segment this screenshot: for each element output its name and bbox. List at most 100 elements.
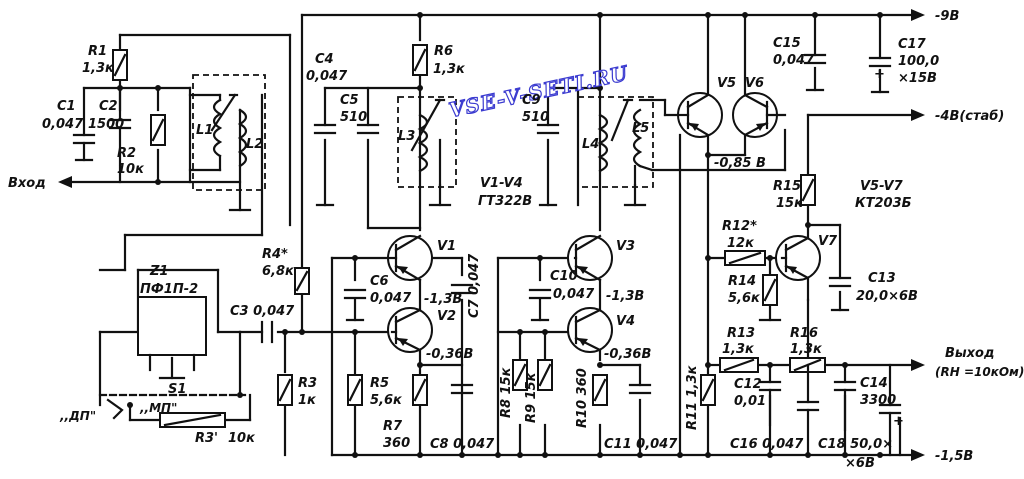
label-r8: R8 15к — [499, 366, 514, 418]
ref-c6: C6 — [370, 274, 389, 289]
val-r6: 1,3к — [433, 62, 466, 77]
coil-box-l3 — [397, 96, 457, 188]
ref-c15: C15 — [773, 36, 801, 51]
val-r3p: 10к — [228, 431, 256, 446]
ref-l4: L4 — [582, 137, 599, 152]
ref-c14: C14 — [860, 376, 888, 391]
val-r3: 1к — [298, 393, 317, 408]
grounds — [158, 203, 782, 380]
transistors — [387, 92, 821, 353]
coils — [188, 74, 654, 191]
ref-r7: R7 — [383, 419, 403, 434]
ref-r16: R16 — [790, 326, 818, 341]
c18-plus: + — [893, 414, 904, 429]
val-r5: 5,6к — [370, 393, 403, 408]
capacitor-c5 — [356, 123, 380, 135]
note-v5v7-type: КТ203Б — [855, 196, 912, 211]
capacitor-c13 — [828, 276, 852, 312]
val-c2: 1500 — [88, 117, 124, 132]
ref-v6: V6 — [745, 76, 764, 91]
note-v1-emitter: -1,3В — [424, 292, 462, 307]
resistor-r2 — [150, 114, 166, 146]
capacitor-c18 — [878, 403, 902, 457]
capacitor-c2 — [108, 118, 132, 184]
resistor-r3 — [277, 374, 293, 406]
label-minus4: -4В(стаб) — [935, 109, 1004, 124]
minus9-arrow — [911, 9, 925, 21]
transistor-v7 — [775, 235, 821, 281]
ref-r1: R1 — [88, 44, 107, 59]
ref-l3: L3 — [398, 129, 415, 144]
filter-z1 — [137, 296, 207, 372]
val2-c17: ×15В — [898, 71, 937, 86]
resistor-r12 — [724, 250, 766, 266]
val-c10: 0,047 — [553, 287, 595, 302]
val-c5: 510 — [340, 110, 367, 125]
ref-r3p: R3' — [195, 431, 218, 446]
ref-l5: L5 — [632, 121, 649, 136]
val-r7: 360 — [383, 436, 410, 451]
ref-c5: C5 — [340, 93, 359, 108]
ref-c1: C1 — [57, 99, 76, 114]
note-v1v4-group: V1-V4 — [480, 176, 523, 191]
resistor-r6 — [412, 44, 428, 76]
ref-c4: C4 — [315, 52, 334, 67]
val-c1: 0,047 — [42, 117, 84, 132]
resistor-r14 — [762, 274, 778, 306]
val-c12: 0,01 — [734, 394, 766, 409]
ref-v2: V2 — [437, 309, 456, 324]
ref-r15: R15 — [773, 179, 801, 194]
capacitor-c6 — [343, 288, 367, 322]
resistor-r9 — [537, 359, 553, 391]
minus4-arrow — [911, 109, 925, 121]
transistor-v1 — [387, 234, 433, 282]
capacitor-c17 — [868, 56, 892, 94]
label-c11: C11 0,047 — [604, 437, 678, 452]
ref-v4: V4 — [616, 314, 635, 329]
coil-l2 — [237, 108, 248, 168]
ref-c12: C12 — [734, 377, 762, 392]
switch-s1 — [98, 392, 247, 420]
output-arrow — [911, 359, 925, 371]
label-r9: R9 15к — [524, 371, 539, 423]
resistor-r7 — [412, 374, 428, 406]
c17-plus: + — [874, 67, 885, 82]
val-r4: 6,8к — [262, 264, 295, 279]
val-z1: ПФ1П-2 — [140, 282, 198, 297]
capacitor-c7 — [450, 283, 474, 295]
note-v5v7-group: V5-V7 — [860, 179, 904, 194]
resistor-r15 — [800, 174, 816, 206]
capacitor-c8 — [450, 383, 474, 395]
note-v56-base: -0,85 В — [714, 156, 766, 171]
val-c4: 0,047 — [306, 69, 348, 84]
ref-s1: S1 — [168, 382, 186, 397]
capacitor-c16 — [796, 363, 820, 412]
resistor-r8 — [512, 359, 528, 391]
val-c15: 0,047 — [773, 53, 815, 68]
resistor-r11 — [700, 374, 716, 406]
coil-l5 — [632, 108, 643, 168]
label-minus15: -1,5В — [935, 449, 973, 464]
ref-c2: C2 — [99, 99, 118, 114]
ref-c13: C13 — [868, 271, 896, 286]
label-c16: C16 0,047 — [730, 437, 804, 452]
val-r12: 12к — [727, 236, 755, 251]
coil-box-l1l2 — [192, 74, 266, 191]
val-r14: 5,6к — [728, 291, 761, 306]
resistor-r1 — [112, 49, 128, 81]
val-r13: 1,3к — [722, 342, 755, 357]
label-c18: C18 50,0× — [818, 437, 893, 452]
ref-r14: R14 — [728, 274, 756, 289]
capacitor-c14 — [833, 380, 857, 457]
coil-l4 — [597, 113, 609, 173]
resistors — [112, 44, 826, 428]
ref-r3: R3 — [298, 376, 317, 391]
label-minus9: -9В — [935, 9, 959, 24]
note-v1v4-type: ГТ322В — [478, 194, 532, 209]
label-s1-dp: ,,ДП" — [59, 409, 96, 423]
ref-r2: R2 — [117, 146, 136, 161]
ref-c10: C10 — [550, 269, 578, 284]
ref-v3: V3 — [616, 239, 635, 254]
ref-v7: V7 — [818, 234, 838, 249]
